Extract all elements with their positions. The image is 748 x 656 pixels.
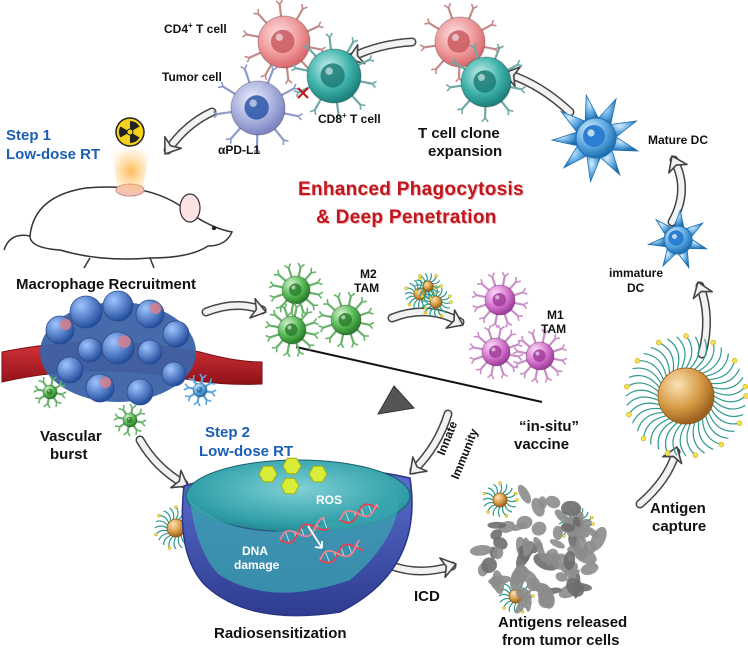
immature-dc-label-2: DC — [627, 281, 644, 296]
ros-molecule-3 — [309, 466, 327, 482]
vascular-burst-label-2: burst — [50, 446, 88, 464]
m1-macrophage-1 — [472, 272, 528, 328]
radiosensitized-tumor-cell — [182, 458, 412, 615]
antigens-released-label-1: Antigens released — [498, 614, 627, 632]
macrophage-recruitment-label: Macrophage Recruitment — [16, 276, 196, 294]
step1-name: Low-dose RT — [6, 146, 100, 164]
antigen-capture-label-2: capture — [652, 518, 706, 536]
dna-damage-label-1: DNA — [242, 544, 268, 559]
icd-label: ICD — [414, 588, 440, 606]
diagram-title-line2: & Deep Penetration — [316, 206, 497, 230]
in-situ-vaccine-label-2: vaccine — [514, 436, 569, 454]
antigens-released-label-2: from tumor cells — [502, 632, 620, 650]
cd4-t-cell-label: CD4+ T cell — [164, 22, 227, 37]
ros-molecule-4 — [281, 478, 299, 494]
cd8-t-cell-label: CD8+ T cell — [318, 112, 381, 127]
mature-dc-label: Mature DC — [648, 133, 708, 148]
step1-label: Step 1 — [6, 127, 51, 145]
tumor-cell-label: Tumor cell — [162, 70, 222, 85]
ros-label: ROS — [316, 493, 342, 508]
recruited-macrophage-1 — [34, 376, 66, 408]
arrow-recruit-to-m2 — [206, 305, 262, 312]
ros-molecule-1 — [259, 466, 277, 482]
arrow-antigen-to-np — [640, 452, 676, 504]
arrow-cluster-to-mouse — [168, 112, 212, 150]
radiation-icon — [116, 118, 144, 146]
mouse-illustration — [4, 184, 232, 268]
m2-tam-label-2: TAM — [354, 281, 379, 296]
nanoparticle-antigen-loaded — [624, 333, 748, 457]
m1-tam-label-2: TAM — [541, 322, 566, 337]
radiation-beam — [112, 150, 150, 192]
step2-name: Low-dose RT — [199, 443, 293, 461]
in-situ-vaccine-label-1: “in-situ” — [519, 418, 579, 436]
recruited-macrophage-3 — [114, 404, 146, 436]
radiosensitization-label: Radiosensitization — [214, 625, 347, 643]
m2-tam-label-1: M2 — [360, 267, 377, 282]
antigen-capture-label-1: Antigen — [650, 500, 706, 518]
t-cell-clone-label-1: T cell clone — [418, 125, 500, 143]
m1-tam-label-1: M1 — [547, 308, 564, 323]
immature-dc — [648, 210, 706, 268]
diagram-title-line1: Enhanced Phagocytosis — [298, 178, 524, 202]
seesaw-fulcrum — [378, 386, 414, 414]
arrow-cell-to-antigens — [392, 566, 452, 571]
tumor-mass — [40, 291, 196, 405]
arrow-vessel-to-cell — [140, 440, 184, 484]
step2-label: Step 2 — [205, 424, 250, 442]
arrow-clone-to-cd4 — [350, 42, 412, 58]
m2-macrophage-2 — [318, 292, 374, 348]
t-cell-clone-label-2: expansion — [428, 143, 502, 161]
vascular-burst-label-1: Vascular — [40, 428, 102, 446]
apdl1-label: αPD-L1 — [218, 143, 260, 158]
dna-damage-label-2: damage — [234, 558, 279, 573]
nanoparticle-debris-1 — [483, 482, 519, 518]
immature-dc-label-1: immature — [609, 266, 663, 281]
arrow-dc-to-clone — [508, 74, 570, 112]
cell-illustrations — [2, 0, 748, 616]
